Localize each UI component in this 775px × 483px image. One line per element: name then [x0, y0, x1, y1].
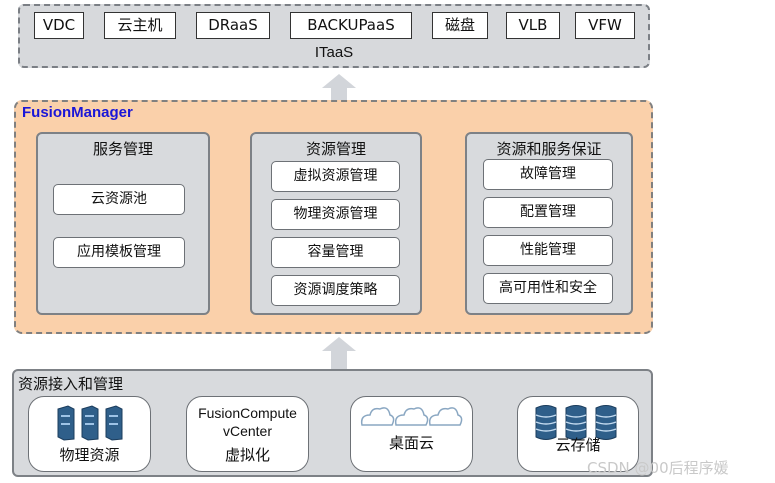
cloud-storage-label: 云存储 — [555, 436, 601, 454]
itaas-item-vfw: VFW — [575, 12, 635, 39]
up-arrow-icon — [322, 74, 356, 100]
panel-title: 资源和服务保证 — [496, 140, 602, 158]
fault-management-box: 故障管理 — [483, 159, 613, 190]
fusionmanager-layer: FusionManager 服务管理 云资源池 应用模板管理 资源管理 虚拟资源… — [14, 100, 653, 334]
itaas-layer: VDC 云主机 DRaaS BACKUPaaS 磁盘 VLB VFW ITaaS — [18, 4, 650, 68]
panel-title: 资源管理 — [305, 140, 366, 158]
app-template-management-box: 应用模板管理 — [53, 237, 185, 268]
itaas-item-backupaas: BACKUPaaS — [290, 12, 412, 39]
resource-access-title: 资源接入和管理 — [18, 375, 124, 393]
database-icon — [518, 403, 638, 447]
watermark: CSDN @00后程序媛 — [587, 459, 729, 477]
itaas-item-draas: DRaaS — [196, 12, 270, 39]
desktop-cloud-label: 桌面云 — [388, 434, 434, 452]
itaas-item-vdc: VDC — [34, 12, 84, 39]
capacity-management-box: 容量管理 — [271, 237, 400, 268]
resource-scheduling-policy-box: 资源调度策略 — [271, 275, 400, 306]
itaas-label: ITaaS — [314, 44, 354, 61]
cloud-storage-box: 云存储 — [517, 396, 639, 472]
ha-security-box: 高可用性和安全 — [483, 273, 613, 304]
resource-management-panel: 资源管理 虚拟资源管理 物理资源管理 容量管理 资源调度策略 — [250, 132, 422, 315]
itaas-item-vlb: VLB — [506, 12, 560, 39]
panel-title: 服务管理 — [92, 140, 153, 158]
up-arrow-icon — [322, 337, 356, 369]
service-management-panel: 服务管理 云资源池 应用模板管理 — [36, 132, 210, 315]
configuration-management-box: 配置管理 — [483, 197, 613, 228]
itaas-item-cloud-host: 云主机 — [104, 12, 176, 39]
fusionmanager-title: FusionManager — [22, 104, 133, 121]
physical-resources-box: 物理资源 — [28, 396, 151, 472]
desktop-cloud-box: 桌面云 — [350, 396, 473, 472]
vcenter-label: vCenter — [222, 423, 273, 439]
performance-management-box: 性能管理 — [483, 235, 613, 266]
itaas-item-disk: 磁盘 — [432, 12, 488, 39]
resource-access-layer: 资源接入和管理 物理资源 FusionCompute vCenter 虚拟化 — [12, 369, 653, 477]
physical-resources-label: 物理资源 — [59, 446, 120, 464]
physical-resource-management-box: 物理资源管理 — [271, 199, 400, 230]
cloud-icon — [351, 403, 472, 433]
resource-service-assurance-panel: 资源和服务保证 故障管理 配置管理 性能管理 高可用性和安全 — [465, 132, 633, 315]
virtualization-label: 虚拟化 — [224, 446, 270, 464]
cloud-resource-pool-box: 云资源池 — [53, 184, 185, 215]
server-icon — [29, 403, 150, 445]
fusioncompute-label: FusionCompute — [198, 405, 297, 421]
virtual-resource-management-box: 虚拟资源管理 — [271, 161, 400, 192]
virtualization-box: FusionCompute vCenter 虚拟化 — [186, 396, 309, 472]
